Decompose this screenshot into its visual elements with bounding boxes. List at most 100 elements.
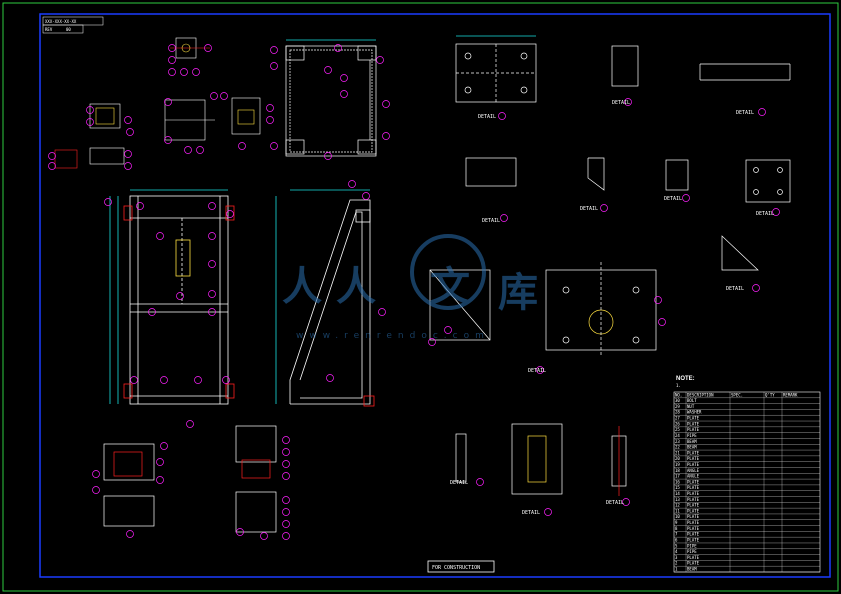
bom-row-description: PLATE bbox=[687, 508, 700, 513]
bom-row-number: 19 bbox=[675, 462, 680, 467]
bom-row-number: 14 bbox=[675, 491, 680, 496]
title-block-code: XXX-XXX-XX-XX bbox=[45, 19, 77, 24]
detail-labels: DETAIL DETAIL DETAIL DETAIL DETAIL DETAI… bbox=[450, 100, 774, 516]
bom-row-number: 10 bbox=[675, 514, 680, 519]
detail-label-5: DETAIL bbox=[580, 206, 598, 212]
bom-row-description: PIPE bbox=[687, 549, 697, 554]
bom-row-number: 16 bbox=[675, 479, 680, 484]
plan-view-top bbox=[285, 39, 377, 157]
title-block: XXX-XXX-XX-XX REV 00 bbox=[42, 16, 104, 34]
bom-row-number: 17 bbox=[675, 474, 680, 479]
bill-of-materials: NOTE: 1. NO. DESCRIPTION SPEC. Q'TY REMARK 30… bbox=[673, 376, 821, 573]
watermark: 人 人 文 库 www.renrendoc.com bbox=[282, 234, 538, 341]
watermark-url: www.renrendoc.com bbox=[296, 331, 490, 341]
bom-row-number: 22 bbox=[675, 445, 680, 450]
bom-header-cell: DESCRIPTION bbox=[687, 392, 714, 397]
detail-label-4: DETAIL bbox=[482, 218, 500, 224]
for-construction-stamp: FOR CONSTRUCTION bbox=[427, 560, 495, 573]
bom-row-description: PIPE bbox=[687, 433, 697, 438]
bom-row-number: 18 bbox=[675, 468, 680, 473]
bom-row-description: PLATE bbox=[687, 456, 700, 461]
detail-label-2: DETAIL bbox=[612, 100, 630, 106]
detail-label-7: DETAIL bbox=[756, 211, 774, 217]
bom-row-number: 25 bbox=[675, 427, 680, 432]
bom-row-number: 26 bbox=[675, 421, 680, 426]
detail-label-10: DETAIL bbox=[450, 480, 468, 486]
balloon-callouts bbox=[48, 44, 780, 540]
detail-middle-right bbox=[429, 157, 791, 356]
bom-row-description: PLATE bbox=[687, 561, 700, 566]
bom-header-cell: Q'TY bbox=[765, 392, 775, 397]
bom-row-description: PLATE bbox=[687, 427, 700, 432]
note-line: 1. bbox=[676, 383, 681, 388]
bom-row-number: 27 bbox=[675, 416, 680, 421]
bom-row-description: BEAM bbox=[687, 445, 697, 450]
bom-row-description: PIPE bbox=[687, 543, 697, 548]
bom-row-description: PLATE bbox=[687, 491, 700, 496]
detail-label-12: DETAIL bbox=[606, 500, 624, 506]
bom-row-description: PLATE bbox=[687, 462, 700, 467]
bom-row-number: 3 bbox=[675, 555, 678, 560]
bom-header-cell: NO. bbox=[675, 392, 682, 397]
bom-row-description: PLATE bbox=[687, 555, 700, 560]
rev-value: 00 bbox=[66, 27, 71, 32]
bom-row-number: 7 bbox=[675, 532, 678, 537]
bom-row-description: ANGLE bbox=[687, 468, 700, 473]
detail-label-11: DETAIL bbox=[522, 510, 540, 516]
detail-label-9: DETAIL bbox=[528, 368, 546, 374]
bom-row-description: NUT bbox=[687, 404, 695, 409]
front-elevation bbox=[109, 189, 235, 405]
bom-row-number: 12 bbox=[675, 503, 680, 508]
bom-header-cell: SPEC. bbox=[731, 392, 743, 397]
bom-row-number: 15 bbox=[675, 485, 680, 490]
bom-row-description: PLATE bbox=[687, 497, 700, 502]
detail-label-8: DETAIL bbox=[726, 286, 744, 292]
bom-row-number: 2 bbox=[675, 561, 678, 566]
bom-row-number: 24 bbox=[675, 433, 680, 438]
bom-header-cell: REMARK bbox=[783, 392, 798, 397]
bom-row-description: PLATE bbox=[687, 421, 700, 426]
bom-row-number: 8 bbox=[675, 526, 678, 531]
side-elevation bbox=[275, 189, 375, 407]
bom-row-description: PLATE bbox=[687, 416, 700, 421]
watermark-glyph-d: 库 bbox=[498, 269, 538, 316]
inner-border bbox=[39, 13, 831, 578]
stamp-text: FOR CONSTRUCTION bbox=[432, 565, 480, 571]
bom-row-description: PLATE bbox=[687, 520, 700, 525]
bom-row-description: PLATE bbox=[687, 503, 700, 508]
watermark-ring bbox=[410, 234, 486, 310]
bom-row-description: PLATE bbox=[687, 526, 700, 531]
detail-plate-top-right bbox=[455, 35, 791, 103]
bom-row-number: 11 bbox=[675, 508, 680, 513]
rev-label: REV bbox=[45, 27, 53, 32]
note-heading: NOTE: bbox=[676, 376, 695, 382]
bom-row-number: 28 bbox=[675, 410, 680, 415]
detail-bottom-left bbox=[103, 425, 277, 533]
bom-row-number: 6 bbox=[675, 537, 678, 542]
detail-cluster-top-left bbox=[54, 37, 261, 169]
bom-row-description: BOLT bbox=[687, 398, 697, 403]
bom-row-number: 9 bbox=[675, 520, 678, 525]
bom-row-number: 29 bbox=[675, 404, 680, 409]
bom-row-number: 13 bbox=[675, 497, 680, 502]
bom-row-number: 30 bbox=[675, 398, 680, 403]
watermark-glyph-a: 人 bbox=[282, 263, 322, 310]
bom-row-number: 20 bbox=[675, 456, 680, 461]
bom-row-number: 4 bbox=[675, 549, 678, 554]
bom-row-description: PLATE bbox=[687, 514, 700, 519]
bom-row-description: PLATE bbox=[687, 450, 700, 455]
detail-bottom-middle bbox=[455, 423, 627, 496]
bom-row-description: BEAM bbox=[687, 567, 697, 572]
bom-row-description: BEAM bbox=[687, 439, 697, 444]
watermark-glyph-c: 文 bbox=[430, 263, 470, 310]
bom-row-description: PLATE bbox=[687, 532, 700, 537]
detail-label-3: DETAIL bbox=[736, 110, 754, 116]
bom-row-description: WASHER bbox=[687, 410, 702, 415]
bom-row-description: PLATE bbox=[687, 479, 700, 484]
bom-row-description: PLATE bbox=[687, 537, 700, 542]
bom-row-description: ANGLE bbox=[687, 474, 700, 479]
bom-row-number: 23 bbox=[675, 439, 680, 444]
bom-row-number: 1 bbox=[675, 567, 678, 572]
